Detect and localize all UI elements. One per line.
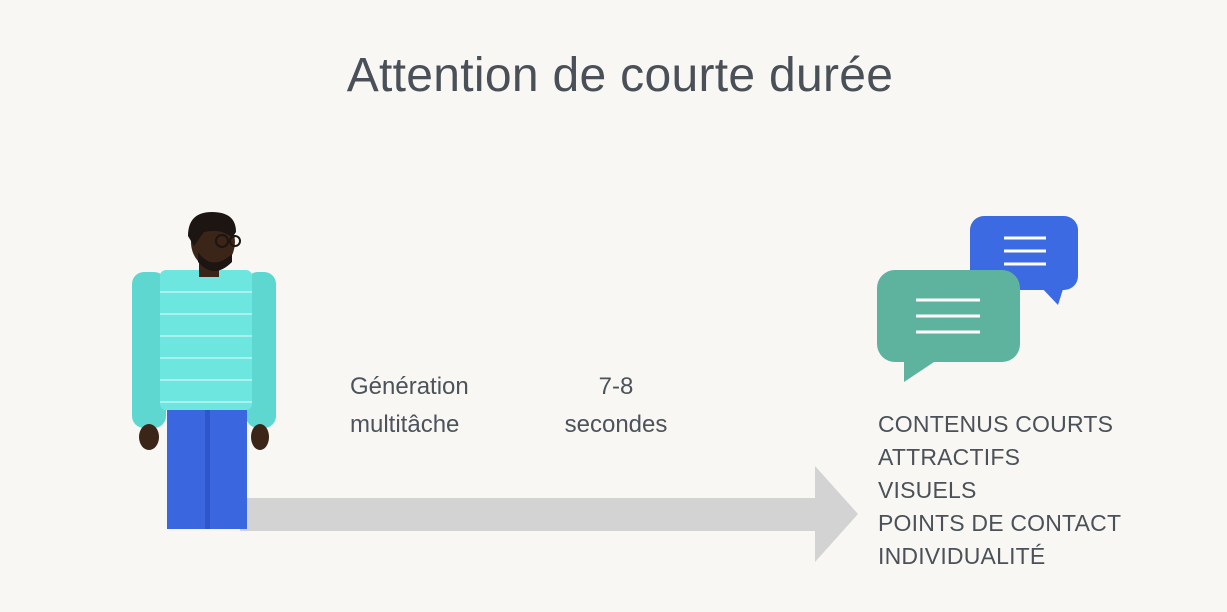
feature-item: ATTRACTIFS: [878, 444, 1021, 470]
generation-label: Génération multitâche: [350, 368, 469, 444]
feature-list: CONTENUS COURTS ATTRACTIFS VISUELS POINT…: [878, 408, 1121, 573]
duration-label: 7-8 secondes: [560, 368, 672, 444]
generation-line1: Génération: [350, 373, 469, 400]
duration-line1: 7-8: [598, 373, 634, 400]
feature-item: VISUELS: [878, 477, 977, 503]
person-illustration: [132, 212, 276, 529]
duration-line2: secondes: [564, 411, 668, 438]
feature-item: CONTENUS COURTS: [878, 411, 1114, 437]
timeline-arrow-icon: [240, 466, 858, 562]
chat-bubble-green-icon: [877, 270, 1020, 382]
feature-item: INDIVIDUALITÉ: [878, 543, 1046, 569]
slide-title: Attention de courte durée: [346, 49, 894, 102]
generation-line2: multitâche: [350, 411, 460, 438]
feature-item: POINTS DE CONTACT: [878, 510, 1122, 536]
